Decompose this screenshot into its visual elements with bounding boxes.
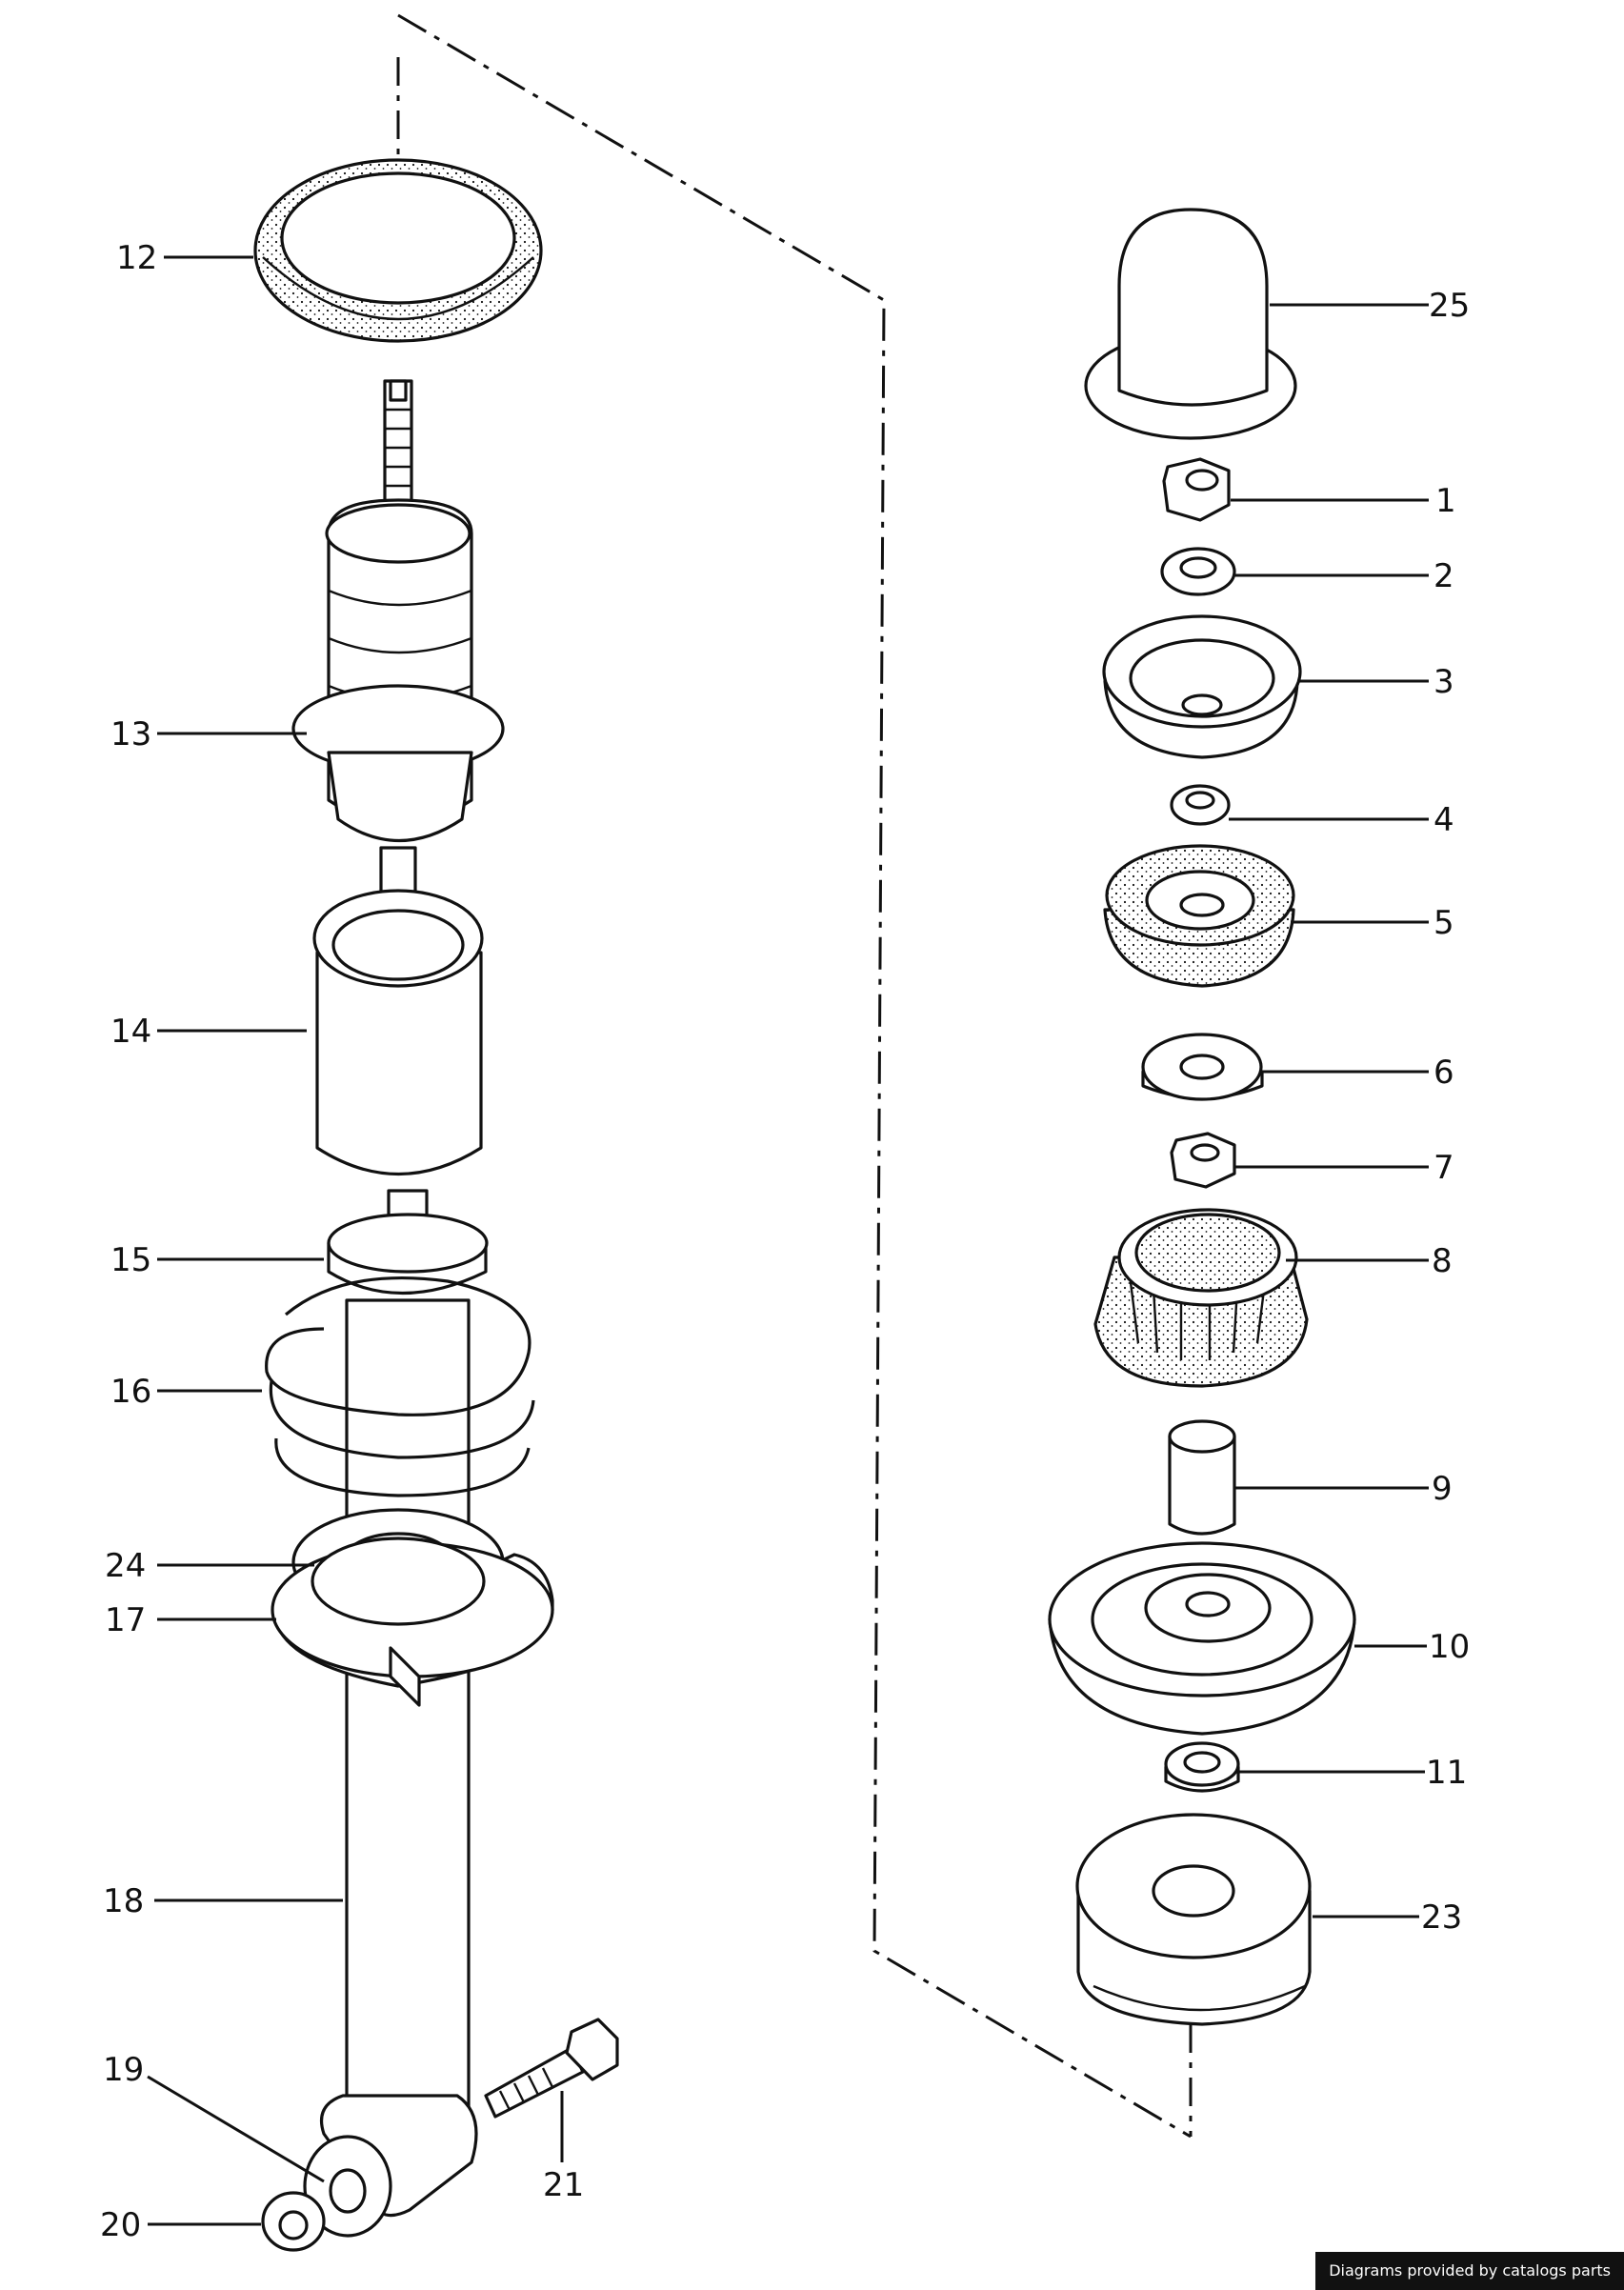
part-17-spring-plate — [271, 1537, 554, 1707]
part-5-rubber-mount — [1103, 844, 1295, 988]
part-7-nut — [1170, 1132, 1236, 1189]
callout-2: 2 — [1434, 557, 1454, 595]
callout-21: 21 — [543, 2166, 584, 2204]
callout-15: 15 — [110, 1241, 151, 1279]
callout-7: 7 — [1434, 1149, 1454, 1187]
callout-19: 19 — [103, 2051, 144, 2089]
callout-23: 23 — [1421, 1898, 1462, 1937]
part-14-protective-tube — [312, 889, 484, 1176]
callout-10: 10 — [1429, 1628, 1470, 1666]
callout-12: 12 — [116, 239, 157, 277]
callout-1: 1 — [1435, 482, 1456, 520]
part-13-bump-stop — [291, 379, 505, 950]
callout-14: 14 — [110, 1013, 151, 1051]
callout-16: 16 — [110, 1373, 151, 1411]
part-21-bolt — [484, 2018, 619, 2119]
part-2-washer — [1160, 547, 1236, 596]
assembly-guide-line — [397, 13, 1192, 2139]
callout-11: 11 — [1426, 1754, 1467, 1792]
part-12-spring-seat-ring — [253, 158, 543, 343]
callout-8: 8 — [1432, 1242, 1453, 1280]
part-23-rubber-buffer — [1075, 1813, 1312, 2026]
part-15-stop-buffer — [327, 1213, 489, 1296]
part-20-nut — [261, 2191, 326, 2252]
part-11-washer — [1164, 1741, 1240, 1793]
part-25-dust-cap — [1084, 208, 1297, 440]
callout-9: 9 — [1432, 1470, 1453, 1508]
callout-13: 13 — [110, 715, 151, 753]
callout-24: 24 — [105, 1547, 146, 1585]
part-4-spacer — [1170, 784, 1231, 826]
part-8-bump-stop-boot — [1093, 1208, 1309, 1388]
part-3-strut-bearing-cap — [1102, 614, 1302, 759]
callout-3: 3 — [1434, 663, 1454, 701]
part-6-washer — [1141, 1033, 1264, 1101]
callout-6: 6 — [1434, 1054, 1454, 1092]
part-9-sleeve — [1168, 1419, 1236, 1536]
part-10-upper-mount-plate — [1048, 1541, 1356, 1736]
part-19-mount-eye — [303, 2094, 478, 2238]
callout-5: 5 — [1434, 904, 1454, 942]
callout-4: 4 — [1434, 801, 1454, 839]
callout-25: 25 — [1429, 287, 1470, 325]
callout-18: 18 — [103, 1882, 144, 1920]
callout-20: 20 — [100, 2206, 141, 2244]
callout-17: 17 — [105, 1601, 146, 1639]
part-1-nut — [1162, 457, 1231, 522]
callout-leaders — [147, 255, 1429, 2226]
credit-badge: Diagrams provided by catalogs parts — [1315, 2252, 1624, 2290]
